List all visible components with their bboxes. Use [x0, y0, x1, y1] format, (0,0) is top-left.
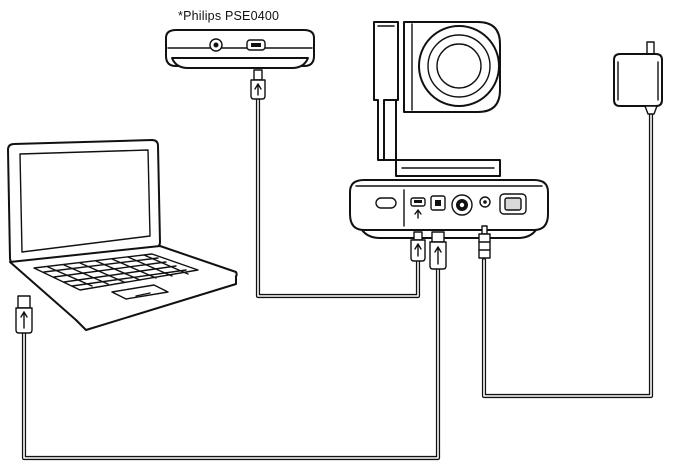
usb-micro-plug-speakerphone	[250, 69, 266, 100]
usb-b-plug-camera	[429, 231, 447, 270]
speakerphone-device	[165, 29, 315, 69]
ptz-camera-device	[349, 21, 549, 239]
dc-plug-camera	[478, 225, 491, 259]
power-adapter-device	[613, 41, 663, 115]
usb-micro-plug-camera	[410, 231, 426, 262]
cable-power-to-camera	[481, 109, 654, 399]
cable-speakerphone-to-camera	[255, 91, 421, 299]
camera-status-led-icon	[375, 197, 397, 209]
cable-laptop-to-camera	[21, 265, 441, 461]
usb-a-plug-laptop	[15, 295, 33, 334]
speakerphone-label: *Philips PSE0400	[178, 9, 280, 23]
laptop-device	[7, 139, 238, 331]
